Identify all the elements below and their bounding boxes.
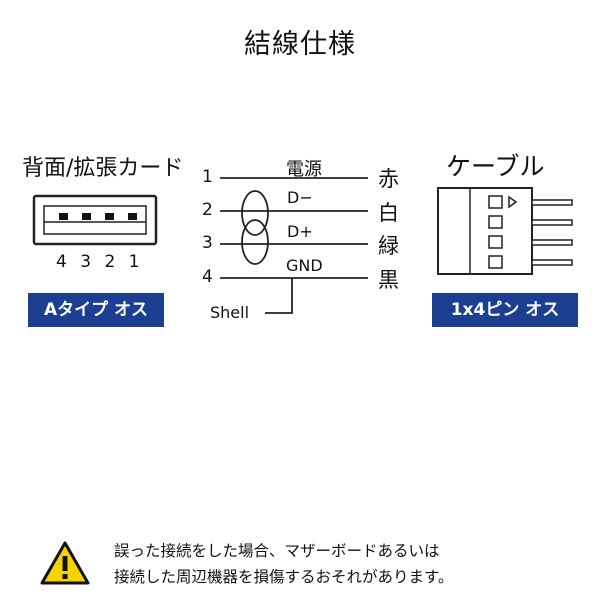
- shell-line: [265, 278, 293, 314]
- wires: [220, 177, 368, 314]
- wire-color-green: 緑: [378, 234, 399, 258]
- warning-message: 誤った接続をした場合、マザーボードあるいは 接続した周辺機器を損傷するおそれがあ…: [114, 538, 453, 590]
- usb-type-label: Aタイプ オス: [28, 293, 164, 327]
- wire-color-black: 黒: [378, 268, 399, 292]
- signal-power: 電源: [286, 159, 322, 180]
- usb-side-heading: 背面/拡張カード: [22, 156, 184, 181]
- pin-number-1: 1: [202, 167, 213, 187]
- wire-color-white: 白: [378, 201, 399, 225]
- pin-number-2: 2: [202, 200, 213, 220]
- warning-line-1: 誤った接続をした場合、マザーボードあるいは: [114, 542, 440, 560]
- twist-ellipse-lower: [241, 219, 269, 265]
- signal-d-minus: D−: [287, 188, 313, 207]
- twist-ellipse-upper: [241, 190, 269, 236]
- pin-number-3: 3: [202, 233, 213, 253]
- page-title: 結線仕様: [244, 29, 356, 60]
- cable-side-heading: ケーブル: [446, 152, 545, 181]
- wire-color-red: 赤: [378, 167, 399, 191]
- usb-a-port-icon: [32, 194, 158, 246]
- warning-triangle-icon: [40, 541, 90, 585]
- cable-type-label: 1x4ピン オス: [432, 293, 578, 327]
- pin-header-icon: [437, 187, 573, 275]
- shell-label: Shell: [210, 303, 250, 322]
- warning-line-2: 接続した周辺機器を損傷するおそれがあります。: [114, 568, 454, 586]
- usb-pin-numbers: 4 3 2 1: [56, 252, 144, 272]
- pin-number-4: 4: [202, 267, 213, 287]
- signal-gnd: GND: [286, 256, 323, 275]
- signal-d-plus: D+: [287, 222, 313, 241]
